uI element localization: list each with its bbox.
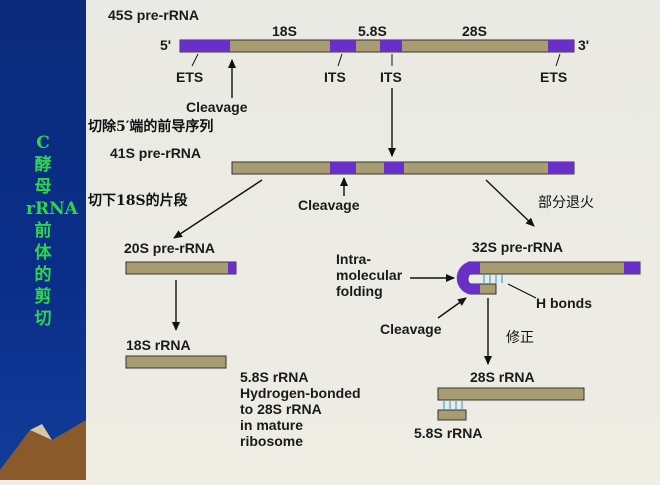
label-ets-left: ETS xyxy=(176,69,203,85)
label-cleavage-2: Cleavage xyxy=(298,197,360,213)
h-bonds-32s xyxy=(483,275,503,283)
cleavage-arrow-3 xyxy=(437,297,467,319)
h-bonds-mature xyxy=(443,401,463,409)
main-area: 45S pre-rRNA 18S 5.8S 28S 5' 3' ETS ITS … xyxy=(86,0,660,480)
note-partial-annealing: 部分退火 xyxy=(538,195,594,211)
strand-58s-rrna xyxy=(437,409,467,421)
41s-its2-segment xyxy=(384,162,404,174)
sidebar-title-line: 剪 xyxy=(34,287,52,307)
ets-5prime-segment xyxy=(180,40,230,52)
sidebar-title-line: 酵 xyxy=(34,155,52,175)
sidebar-title-line: 体 xyxy=(34,243,52,263)
arrow-41s-to-20s xyxy=(173,179,263,239)
label-41s-pre-rrna: 41S pre-rRNA xyxy=(110,145,201,161)
its1-segment xyxy=(330,40,356,52)
ets-3prime-segment xyxy=(548,40,574,52)
label-18s-rrna: 18S rRNA xyxy=(126,337,191,353)
sidebar-title-line: 切 xyxy=(34,309,52,329)
label-its-2: ITS xyxy=(380,69,402,85)
strand-18s-rrna xyxy=(125,355,227,369)
label-folding: folding xyxy=(336,283,383,299)
its2-segment xyxy=(380,40,402,52)
sidebar-title-line: 前 xyxy=(34,221,52,241)
note-remove-5prime-leader: 切除5′端的前导序列 xyxy=(88,118,213,135)
strand-32s xyxy=(456,261,641,295)
sidebar-title-line: 的 xyxy=(34,265,52,285)
label-desc-hydrogen-bonded: Hydrogen-bonded xyxy=(240,385,361,401)
label-3prime: 3' xyxy=(578,37,589,53)
ets-left-pointer xyxy=(191,53,199,67)
note-modification: 修正 xyxy=(506,330,534,346)
label-desc-in-mature: in mature xyxy=(240,417,303,433)
label-intra: Intra- xyxy=(336,251,371,267)
label-cleavage-1: Cleavage xyxy=(186,99,248,115)
note-cut-18s-fragment: 切下18S的片段 xyxy=(88,192,188,209)
its1-pointer xyxy=(337,53,343,67)
strand-45s xyxy=(179,39,575,53)
strand-32s-body xyxy=(458,261,641,295)
label-its-1: ITS xyxy=(324,69,346,85)
label-h-bonds: H bonds xyxy=(536,295,592,311)
label-desc-58s-rrna: 5.8S rRNA xyxy=(240,369,308,385)
32s-its-fold xyxy=(456,262,480,294)
mountain-decoration xyxy=(0,420,86,480)
label-desc-to-28s: to 28S rRNA xyxy=(240,401,322,417)
mountain-peak xyxy=(30,424,52,440)
label-45s-pre-rrna: 45S pre-rRNA xyxy=(108,7,199,23)
label-molecular: molecular xyxy=(336,267,403,283)
sidebar-title-line: C xyxy=(36,133,50,153)
label-desc-ribosome: ribosome xyxy=(240,433,303,449)
sidebar-title-line: 母 xyxy=(34,177,52,197)
sidebar: C 酵 母 rRNA 前 体 的 剪 切 xyxy=(0,0,86,480)
rrna-processing-diagram: 45S pre-rRNA 18S 5.8S 28S 5' 3' ETS ITS … xyxy=(88,7,641,449)
label-18s-segment: 18S xyxy=(272,23,297,39)
label-cleavage-3: Cleavage xyxy=(380,321,442,337)
label-28s-rrna: 28S rRNA xyxy=(470,369,535,385)
ets-right-pointer xyxy=(555,53,561,67)
strand-20s xyxy=(125,261,237,275)
label-58s-segment: 5.8S xyxy=(358,23,387,39)
label-28s-segment: 28S xyxy=(462,23,487,39)
h-bonds-pointer xyxy=(507,283,537,299)
label-ets-right: ETS xyxy=(540,69,567,85)
mountain-shape xyxy=(0,420,86,480)
label-32s-pre-rrna: 32S pre-rRNA xyxy=(472,239,563,255)
strand-41s xyxy=(231,161,575,175)
41s-its1-segment xyxy=(330,162,356,174)
label-20s-pre-rrna: 20S pre-rRNA xyxy=(124,240,215,256)
arrow-41s-to-32s xyxy=(485,179,535,227)
label-5prime: 5' xyxy=(160,37,171,53)
sidebar-title-line: rRNA xyxy=(26,199,78,219)
label-58s-rrna: 5.8S rRNA xyxy=(414,425,482,441)
41s-ets-segment xyxy=(548,162,574,174)
sidebar-title: C 酵 母 rRNA 前 体 的 剪 切 xyxy=(0,132,86,330)
32s-ets-segment xyxy=(624,262,640,274)
strand-20s-body xyxy=(125,261,237,275)
20s-its-segment xyxy=(228,262,236,274)
strand-28s-rrna xyxy=(437,387,585,401)
strand-45s-body xyxy=(179,39,575,53)
